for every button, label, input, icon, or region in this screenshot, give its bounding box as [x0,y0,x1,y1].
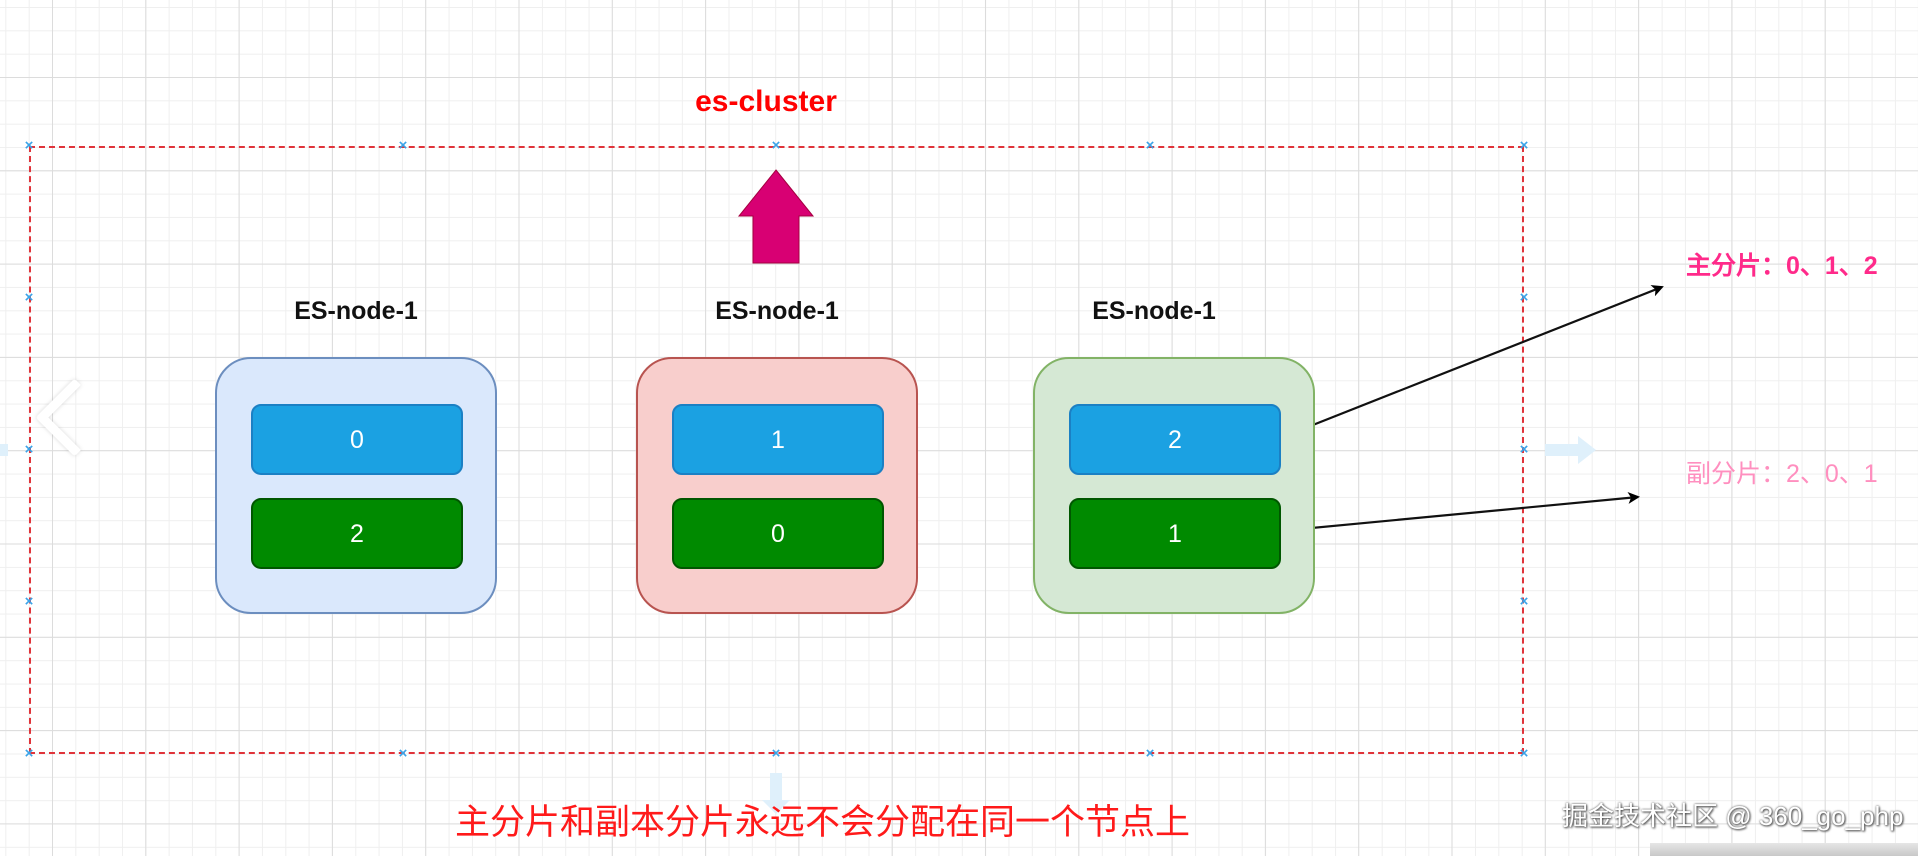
node-label: ES-node-1 [715,297,839,325]
resize-handle-bottom-1[interactable]: × [398,745,408,762]
node-container[interactable]: 1 0 [636,357,918,614]
connector-arrow-replica[interactable] [1279,491,1640,533]
node-container[interactable]: 0 2 [215,357,497,614]
resize-handle-top-1[interactable]: × [398,137,408,154]
resize-handle-bottom-left[interactable]: × [24,745,34,762]
replica-shard[interactable]: 0 [672,498,884,569]
resize-handle-bottom-3[interactable]: × [1145,745,1155,762]
bottom-shade [1650,843,1918,856]
resize-handle-top-left[interactable]: × [24,137,34,154]
resize-handle-left-center[interactable]: × [24,441,34,458]
cluster-frame[interactable] [29,146,1524,754]
replica-shard[interactable]: 1 [1069,498,1281,569]
resize-handle-top-3[interactable]: × [1145,137,1155,154]
node-label: ES-node-1 [294,297,418,325]
resize-handle-right-center[interactable]: × [1519,441,1529,458]
resize-handle-right-3[interactable]: × [1519,593,1529,610]
resize-handle-bottom-center[interactable]: × [771,745,781,762]
replica-shard-legend: 副分片：2、0、1 [1686,460,1878,488]
cluster-title: es-cluster [695,85,837,118]
resize-handle-right-1[interactable]: × [1519,289,1529,306]
connector-arrow-primary[interactable] [1279,285,1664,440]
watermark: 掘金技术社区 @ 360_go_php [1562,801,1904,831]
resize-handle-left-1[interactable]: × [24,289,34,306]
resize-handle-top-center[interactable]: × [771,137,781,154]
node-label: ES-node-1 [1092,297,1216,325]
primary-shard-legend: 主分片：0、1、2 [1686,252,1878,280]
primary-shard[interactable]: 0 [251,404,463,475]
resize-handle-top-right[interactable]: × [1519,137,1529,154]
resize-handle-left-3[interactable]: × [24,593,34,610]
primary-shard[interactable]: 1 [672,404,884,475]
replica-shard[interactable]: 2 [251,498,463,569]
hover-arrow-left-icon[interactable] [0,444,8,456]
hover-arrow-right-icon[interactable] [1545,436,1596,464]
up-arrow-icon [737,169,815,264]
footer-note: 主分片和副本分片永远不会分配在同一个节点上 [455,803,1191,842]
resize-handle-bottom-right[interactable]: × [1519,745,1529,762]
primary-shard[interactable]: 2 [1069,404,1281,475]
node-container[interactable]: 2 1 [1033,357,1315,614]
hover-arrow-down-icon[interactable] [762,773,790,814]
